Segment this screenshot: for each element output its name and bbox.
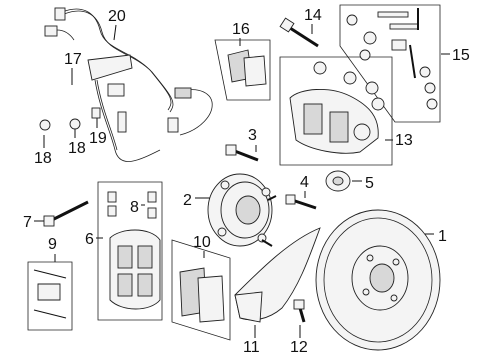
callout-8: 8 [130, 199, 139, 216]
bolt-14 [279, 17, 319, 48]
callout-12: 12 [290, 339, 308, 356]
caliper-6 [109, 229, 161, 310]
nut-5 [325, 170, 351, 192]
caliper-13 [289, 61, 385, 154]
callout-1: 1 [438, 228, 447, 245]
brake-pads-small [227, 49, 267, 87]
sensor-harness [39, 7, 213, 162]
callout-2: 2 [183, 192, 192, 209]
bolt-4 [285, 194, 317, 210]
callout-18-right: 18 [68, 140, 86, 157]
callout-18-left: 18 [34, 150, 52, 167]
hub-bearing-2 [207, 173, 277, 247]
frame-10 [171, 239, 231, 341]
frame-13 [279, 56, 393, 166]
callout-3: 3 [248, 127, 257, 144]
frame-15 [339, 4, 441, 123]
callout-11: 11 [243, 339, 260, 356]
callout-19: 19 [89, 130, 107, 147]
callout-9: 9 [48, 236, 57, 253]
callout-4: 4 [300, 174, 309, 191]
bolt-3 [225, 144, 259, 162]
callout-6: 6 [85, 231, 94, 248]
bleeder-8 [107, 191, 157, 219]
callout-14: 14 [304, 7, 322, 24]
dust-shield-11 [234, 227, 321, 323]
callout-15: 15 [452, 47, 470, 64]
callout-17: 17 [64, 51, 82, 68]
leader-lines [34, 24, 450, 338]
callout-16: 16 [232, 21, 250, 38]
callout-5: 5 [365, 175, 374, 192]
callout-10: 10 [193, 234, 211, 251]
frame-9 [27, 261, 73, 331]
rotor-1 [315, 209, 441, 351]
callout-7: 7 [23, 214, 32, 231]
hardware-kit-15 [346, 8, 438, 110]
pad-hardware-9 [33, 269, 67, 319]
bolt-7 [43, 200, 89, 227]
callout-13: 13 [395, 132, 413, 149]
frame-6 [97, 181, 163, 321]
frame-16 [214, 39, 271, 101]
bolt-12 [293, 299, 306, 323]
brake-pads-10 [179, 267, 225, 323]
callout-20: 20 [108, 8, 126, 25]
